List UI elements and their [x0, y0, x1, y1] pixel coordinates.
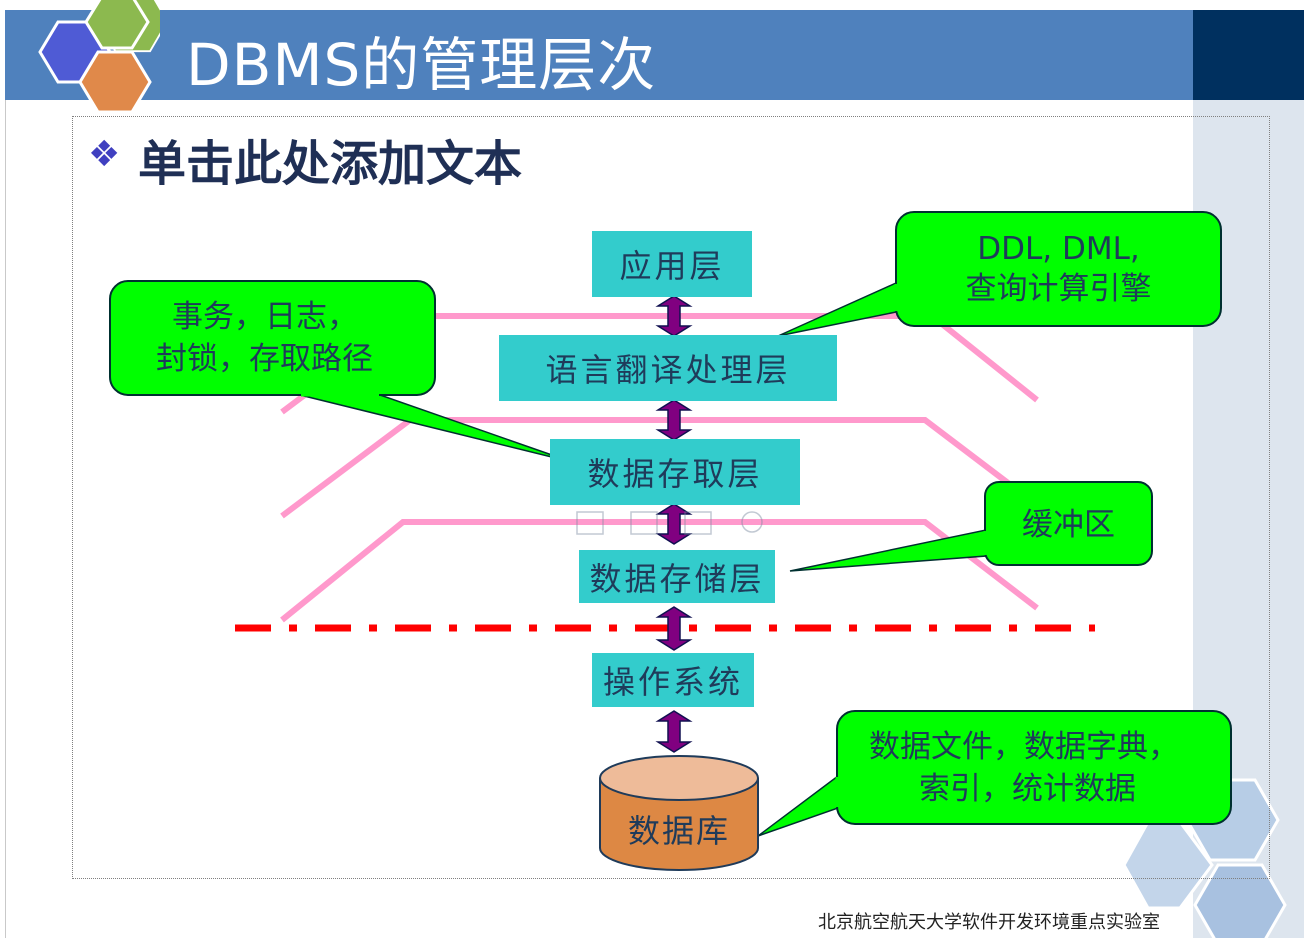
callout-buffer-box	[984, 481, 1153, 566]
bullet-icon: ❖	[88, 134, 121, 175]
double-arrow-icon	[655, 710, 693, 753]
left-border-line	[5, 100, 6, 938]
callout-files-line2: 索引，统计数据	[919, 771, 1136, 807]
body-placeholder-text[interactable]: 单击此处添加文本	[138, 136, 523, 192]
callout-ddl-line2: 查询计算引擎	[965, 271, 1152, 307]
slide-title: DBMS的管理层次	[186, 31, 657, 99]
insert-content-icons	[576, 511, 763, 535]
footer-institution: 北京航空航天大学软件开发环境重点实验室	[818, 912, 1160, 933]
callout-pointer-ddl	[777, 281, 897, 337]
content-placeholder[interactable]	[72, 116, 1270, 879]
double-arrow-icon	[655, 503, 693, 545]
callout-buffer-text: 缓冲区	[1022, 507, 1115, 543]
layer-application: 应用层	[592, 231, 752, 297]
title-bar-accent	[1193, 10, 1304, 100]
hexagon-logo	[38, 0, 160, 114]
callout-files-box	[836, 710, 1232, 825]
layer-data-storage: 数据存储层	[579, 550, 775, 603]
title-bar	[5, 10, 1193, 100]
callout-trans-line2: 封锁，存取路径	[156, 341, 373, 377]
callout-trans-line1: 事务，日志，	[172, 299, 358, 335]
callout-pointer-files	[757, 774, 839, 837]
callout-pointer-buffer	[789, 529, 987, 572]
layer-operating-system: 操作系统	[592, 653, 754, 707]
callout-pointer-trans	[299, 394, 573, 463]
callout-trans-box	[109, 280, 436, 396]
database-label: 数据库	[627, 812, 730, 850]
layer-data-access: 数据存取层	[550, 439, 800, 505]
callout-files-line1: 数据文件，数据字典，	[869, 729, 1179, 765]
database-cylinder	[599, 755, 759, 871]
layer-language-translation: 语言翻译处理层	[499, 335, 837, 401]
callout-ddl-line1: DDL, DML,	[977, 231, 1140, 267]
double-arrow-icon	[655, 606, 693, 651]
callout-ddl-box	[895, 211, 1222, 327]
